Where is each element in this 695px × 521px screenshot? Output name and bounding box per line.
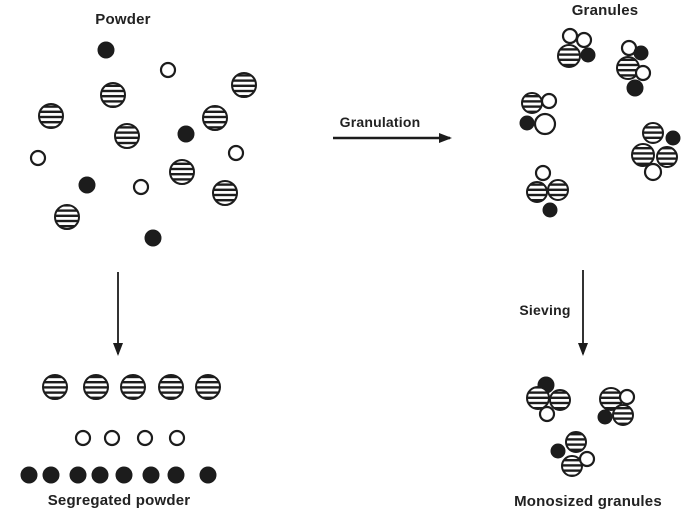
monosized-granule-cluster bbox=[550, 431, 596, 477]
granule-open-particle bbox=[561, 27, 579, 45]
granule-open-particle bbox=[575, 31, 593, 49]
powder-open-particle bbox=[132, 178, 150, 196]
monosized-granule-open-particle bbox=[538, 405, 556, 423]
label-granulation: Granulation bbox=[339, 114, 421, 130]
granule-hatched-particle bbox=[642, 122, 664, 144]
powder-hatched-particle bbox=[169, 159, 195, 185]
granule-open-particle bbox=[533, 112, 557, 136]
monosized-granule-solid-particle bbox=[550, 443, 566, 459]
monosized-granule-solid-particle bbox=[597, 409, 613, 425]
monosized-granule-hatched-particle bbox=[526, 386, 550, 410]
segregated-solid-particle bbox=[115, 466, 133, 484]
granule-hatched-particle bbox=[526, 181, 548, 203]
powder-hatched-particle bbox=[202, 105, 228, 131]
segregated-open-particle bbox=[103, 429, 121, 447]
granule-open-particle bbox=[634, 64, 652, 82]
segregated-solid-particle bbox=[142, 466, 160, 484]
powder-hatched-particle bbox=[100, 82, 126, 108]
segregated-hatched-particle bbox=[195, 374, 221, 400]
granule-hatched-particle bbox=[631, 143, 655, 167]
granule-solid-particle bbox=[580, 47, 596, 63]
segregated-hatched-particle bbox=[158, 374, 184, 400]
segregated-solid-particle bbox=[91, 466, 109, 484]
powder-hatched-particle bbox=[212, 180, 238, 206]
powder-solid-particle bbox=[144, 229, 162, 247]
powder-hatched-particle bbox=[114, 123, 140, 149]
granule-hatched-particle bbox=[521, 92, 543, 114]
powder-solid-particle bbox=[97, 41, 115, 59]
segregated-open-particle bbox=[168, 429, 186, 447]
powder-open-particle bbox=[29, 149, 47, 167]
segregated-solid-particle bbox=[20, 466, 38, 484]
granule-hatched-particle bbox=[557, 44, 581, 68]
segregated-open-particle bbox=[74, 429, 92, 447]
segregated-solid-particle bbox=[167, 466, 185, 484]
segregated-solid-particle bbox=[42, 466, 60, 484]
granule-solid-particle bbox=[626, 79, 644, 97]
granule-cluster bbox=[519, 92, 558, 136]
segregated-hatched-particle bbox=[120, 374, 146, 400]
granule-hatched-particle bbox=[656, 146, 678, 168]
segregated-hatched-particle bbox=[83, 374, 109, 400]
granule-open-particle bbox=[643, 162, 663, 182]
powder-hatched-particle bbox=[231, 72, 257, 98]
granule-cluster bbox=[526, 164, 569, 218]
label-monosized-granules: Monosized granules bbox=[514, 493, 662, 510]
label-segregated-powder: Segregated powder bbox=[47, 492, 191, 509]
segregated-solid-particle bbox=[199, 466, 217, 484]
powder-hatched-particle bbox=[54, 204, 80, 230]
granule-hatched-particle bbox=[547, 179, 569, 201]
granule-open-particle bbox=[540, 92, 558, 110]
granule-solid-particle bbox=[665, 130, 681, 146]
monosized-granule-hatched-particle bbox=[561, 455, 583, 477]
powder-open-particle bbox=[227, 144, 245, 162]
monosized-granule-hatched-particle bbox=[565, 431, 587, 453]
segregated-solid-particle bbox=[69, 466, 87, 484]
granule-solid-particle bbox=[519, 115, 535, 131]
monosized-granule-open-particle bbox=[578, 450, 596, 468]
monosized-granule-hatched-particle bbox=[612, 404, 634, 426]
powder-hatched-particle bbox=[38, 103, 64, 129]
process-arrows bbox=[113, 133, 588, 356]
label-sieving: Sieving bbox=[519, 302, 571, 318]
granule-cluster bbox=[631, 122, 681, 182]
monosized-granules-cloud bbox=[526, 376, 636, 477]
granule-solid-particle bbox=[542, 202, 558, 218]
granule-cluster bbox=[616, 39, 652, 97]
powder-solid-particle bbox=[177, 125, 195, 143]
powder-open-particle bbox=[159, 61, 177, 79]
granule-solid-particle bbox=[633, 45, 649, 61]
monosized-granule-hatched-particle bbox=[549, 389, 571, 411]
granules-cloud bbox=[519, 27, 681, 218]
segregated-powder-rows bbox=[20, 374, 221, 484]
label-powder: Powder bbox=[95, 11, 151, 28]
monosized-granule-cluster bbox=[597, 387, 636, 426]
label-granules: Granules bbox=[571, 2, 639, 19]
monosized-granule-cluster bbox=[526, 376, 571, 423]
powder-cloud bbox=[29, 41, 257, 247]
monosized-granule-open-particle bbox=[618, 388, 636, 406]
granule-cluster bbox=[557, 27, 596, 68]
granule-open-particle bbox=[534, 164, 552, 182]
segregated-hatched-particle bbox=[42, 374, 68, 400]
segregated-open-particle bbox=[136, 429, 154, 447]
powder-solid-particle bbox=[78, 176, 96, 194]
